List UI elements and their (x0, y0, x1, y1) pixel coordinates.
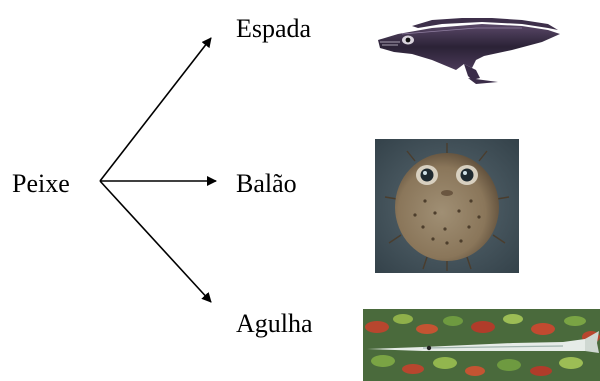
scabbardfish-picture (378, 18, 560, 84)
root-label: Peixe (12, 169, 70, 198)
arrow-to-agulha (99, 180, 212, 303)
branch-label-agulha: Agulha (236, 309, 313, 338)
branch-label-espada: Espada (236, 14, 312, 43)
arrow-to-espada (99, 37, 212, 182)
needlefish-picture (363, 309, 600, 381)
branch-label-balao: Balão (236, 169, 297, 198)
pufferfish-picture (375, 139, 519, 273)
